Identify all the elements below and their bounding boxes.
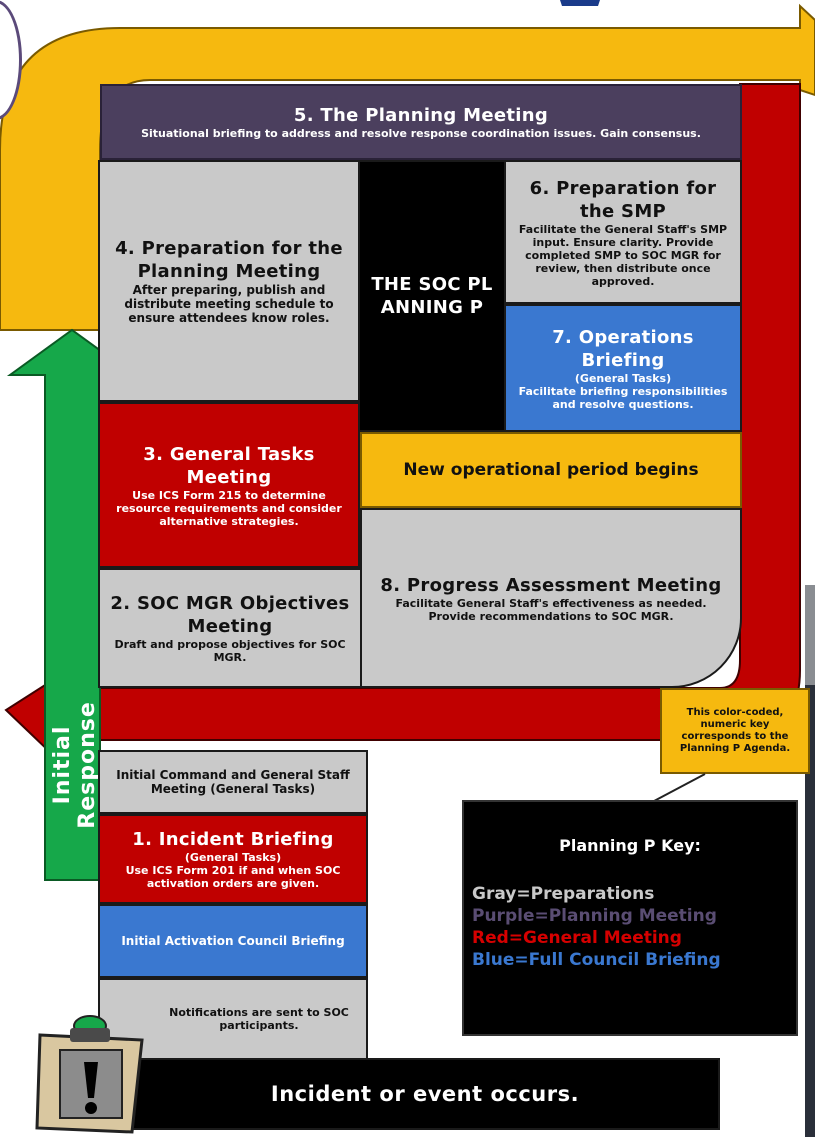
planning-meeting-box: 5. The Planning Meeting Situational brie…: [100, 84, 742, 160]
initial-response-label: Initial Response: [50, 701, 100, 829]
ops-briefing-title: 7. Operations Briefing: [552, 326, 694, 371]
new-period-box: New operational period begins: [360, 432, 742, 508]
planning-meeting-title: 5. The Planning Meeting: [293, 105, 549, 126]
general-tasks-desc: Use ICS Form 215 to determine resource r…: [116, 488, 342, 528]
initial-command-box: Initial Command and General Staff Meetin…: [98, 750, 368, 814]
activation-briefing-label: Initial Activation Council Briefing: [121, 934, 345, 948]
notifications-label: Notifications are sent to SOC participan…: [169, 1006, 349, 1032]
progress-box: 8. Progress Assessment Meeting Facilitat…: [360, 508, 742, 688]
yellow-arrow-top: [560, 0, 600, 6]
prep-smp-box: 6. Preparation for the SMP Facilitate th…: [504, 160, 742, 304]
key-gray: Gray=Preparations: [472, 884, 655, 904]
progress-title: 8. Progress Assessment Meeting: [380, 574, 722, 596]
center-planning-p: THE SOC PLANNING P: [358, 160, 506, 432]
general-tasks-box: 3. General Tasks Meeting Use ICS Form 21…: [98, 402, 360, 568]
callout-text: This color-coded, numeric key correspond…: [679, 707, 791, 754]
activation-briefing-box: Initial Activation Council Briefing: [98, 904, 368, 978]
prep-smp-title: 6. Preparation for the SMP: [529, 177, 717, 222]
incident-briefing-box: 1. Incident Briefing (General Tasks) Use…: [98, 814, 368, 904]
planning-meeting-desc: Situational briefing to address and reso…: [141, 127, 701, 140]
prep-planning-box: 4. Preparation for the Planning Meeting …: [98, 160, 360, 402]
ops-briefing-box: 7. Operations Briefing (General Tasks) F…: [504, 304, 742, 432]
notifications-box: Notifications are sent to SOC participan…: [98, 978, 368, 1060]
ops-briefing-subtitle: (General Tasks): [574, 371, 672, 385]
incident-occurs-label: Incident or event occurs.: [270, 1082, 580, 1106]
objectives-desc: Draft and propose objectives for SOC MGR…: [114, 638, 346, 664]
general-tasks-title: 3. General Tasks Meeting: [143, 443, 315, 488]
center-planning-p-label: THE SOC PLANNING P: [371, 274, 493, 318]
objectives-title: 2. SOC MGR Objectives Meeting: [110, 593, 350, 637]
prep-planning-title: 4. Preparation for the Planning Meeting: [115, 238, 343, 282]
initial-command-label: Initial Command and General Staff Meetin…: [116, 768, 350, 796]
incident-briefing-title: 1. Incident Briefing: [132, 829, 334, 850]
prep-smp-desc: Facilitate the General Staff's SMP input…: [518, 222, 728, 288]
ops-briefing-desc: Facilitate briefing responsibilities and…: [518, 384, 728, 411]
objectives-box: 2. SOC MGR Objectives Meeting Draft and …: [98, 568, 362, 688]
key-red: Red=General Meeting: [472, 928, 682, 948]
progress-desc2: Provide recommendations to SOC MGR.: [428, 609, 674, 623]
key-blue: Blue=Full Council Briefing: [472, 950, 721, 970]
key-purple: Purple=Planning Meeting: [472, 906, 717, 926]
key-title: Planning P Key:: [559, 836, 701, 855]
callout-box: This color-coded, numeric key correspond…: [660, 688, 810, 774]
prep-planning-desc: After preparing, publish and distribute …: [124, 283, 334, 325]
planning-key-box: Planning P Key: Gray=Preparations Purple…: [462, 800, 798, 1036]
incident-briefing-desc: Use ICS Form 201 if and when SOC activat…: [125, 864, 341, 890]
incident-occurs-bar: Incident or event occurs.: [130, 1058, 720, 1130]
side-photo: [805, 585, 815, 1137]
new-period-label: New operational period begins: [403, 460, 699, 480]
progress-desc1: Facilitate General Staff's effectiveness…: [395, 596, 707, 610]
side-photo-shade: [805, 585, 815, 685]
clipboard-warning-icon: [35, 1015, 144, 1134]
incident-briefing-subtitle: (General Tasks): [184, 851, 282, 864]
